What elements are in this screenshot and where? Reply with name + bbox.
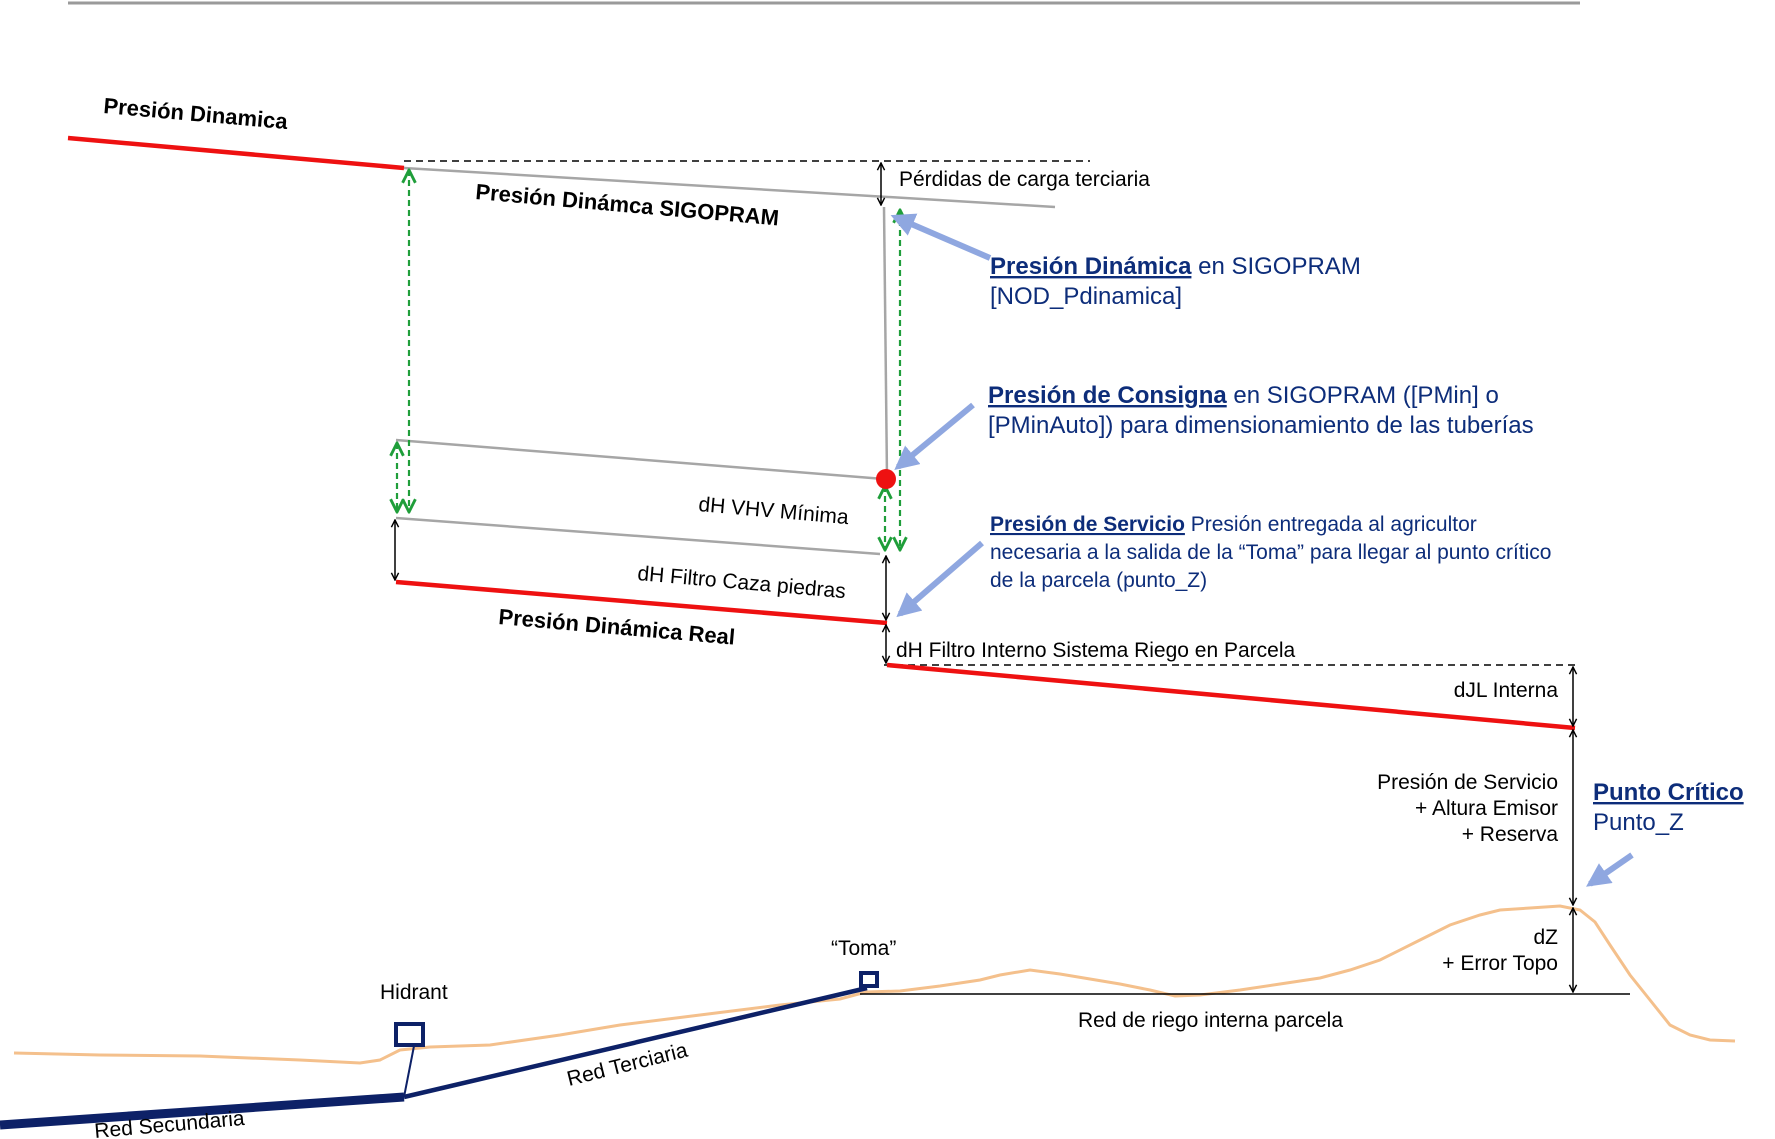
annotation-dinamica-line2: [NOD_Pdinamica]	[990, 283, 1182, 310]
annotation-servicio-line1: Presión de Servicio Presión entregada al…	[990, 513, 1477, 536]
label-presion-servicio-2: + Altura Emisor	[1415, 797, 1558, 820]
label-dh-filtro-interno: dH Filtro Interno Sistema Riego en Parce…	[896, 639, 1296, 662]
presion-dinamica-line	[67, 135, 405, 171]
annotation-consigna-line1: Presión de Consigna en SIGOPRAM ([PMin] …	[988, 382, 1499, 409]
toma-vertical-line	[882, 206, 889, 479]
label-dz: dZ	[1533, 926, 1558, 949]
presion-dinamica-real-line	[395, 579, 888, 626]
vhv-line	[395, 516, 881, 556]
label-dh-vhv: dH VHV Mínima	[698, 493, 850, 529]
terrain-profile	[13, 904, 1736, 1065]
callout-arrow-punto-critico	[1586, 852, 1634, 887]
callout-arrow-dinamica	[890, 213, 992, 261]
label-error-topo: + Error Topo	[1442, 952, 1558, 975]
toma-icon	[859, 971, 879, 988]
label-presion-dinamica-real: Presión Dinámica Real	[498, 604, 736, 650]
label-hidrant: Hidrant	[380, 981, 448, 1004]
red-secundaria-line	[0, 1092, 405, 1130]
sigopram-line	[403, 166, 1056, 209]
annotation-punto-critico-line1: Punto Crítico	[1593, 779, 1744, 806]
label-presion-servicio-3: + Reserva	[1462, 823, 1559, 846]
annotation-servicio-line2: necesaria a la salida de la “Toma” para …	[990, 541, 1551, 564]
label-dh-filtro-caza: dH Filtro Caza piedras	[637, 562, 847, 603]
callout-arrow-servicio	[896, 540, 984, 618]
parcel-pressure-line	[886, 662, 1576, 731]
hidrant-icon	[394, 1022, 425, 1047]
label-presion-servicio-1: Presión de Servicio	[1377, 771, 1558, 794]
annotation-servicio-line3: de la parcela (punto_Z)	[990, 569, 1207, 592]
callout-arrow-consigna	[894, 402, 975, 471]
consigna-line	[395, 438, 885, 481]
label-presion-dinamica: Presión Dinamica	[103, 93, 290, 134]
annotation-dinamica-line1: Presión Dinámica en SIGOPRAM	[990, 253, 1361, 280]
consigna-point	[876, 469, 896, 489]
red-terciaria-line	[403, 985, 868, 1100]
label-perdidas-carga: Pérdidas de carga terciaria	[899, 168, 1150, 191]
label-djl-interna: dJL Interna	[1454, 679, 1559, 702]
hidrant-connector	[403, 1045, 415, 1098]
annotation-punto-critico-line2: Punto_Z	[1593, 809, 1684, 836]
annotation-consigna-line2: [PMinAuto]) para dimensionamiento de las…	[988, 412, 1534, 439]
label-red-riego-interna: Red de riego interna parcela	[1078, 1009, 1343, 1032]
label-toma: “Toma”	[831, 937, 896, 960]
